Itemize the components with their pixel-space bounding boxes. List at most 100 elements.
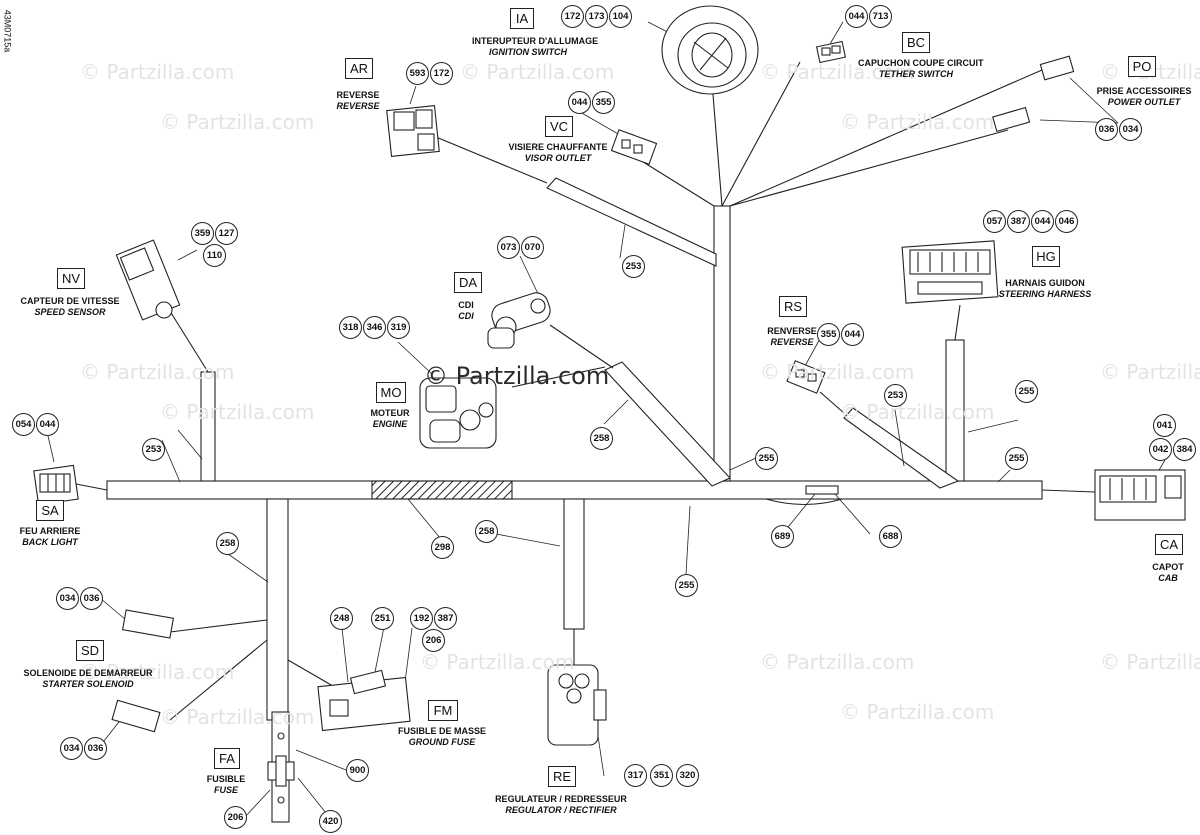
ref-bubble: 044 <box>841 323 864 346</box>
component-code-hg: HG <box>1032 246 1060 267</box>
ref-bubble: 044 <box>1031 210 1054 233</box>
component-code-fm: FM <box>428 700 458 721</box>
ref-bubble: 387 <box>1007 210 1030 233</box>
component-code-po: PO <box>1128 56 1156 77</box>
back-light-connector-icon <box>33 464 79 506</box>
component-code-ia: IA <box>510 8 534 29</box>
segment-callout: 689 <box>771 525 794 548</box>
ref-bubble: 036 <box>84 737 107 760</box>
ref-bubble: 034 <box>1119 118 1142 141</box>
ref-bubble: 041 <box>1153 414 1176 437</box>
segment-callout: 255 <box>755 447 778 470</box>
segment-callout: 253 <box>884 384 907 407</box>
ref-bubble: 054 <box>12 413 35 436</box>
ref-bubble: 320 <box>676 764 699 787</box>
ref-bubble: 318 <box>339 316 362 339</box>
regulator-rectifier-icon <box>547 664 607 746</box>
segment-callout: 298 <box>431 536 454 559</box>
ref-bubble: 044 <box>568 91 591 114</box>
ref-bubble: 900 <box>346 759 369 782</box>
component-code-sd: SD <box>76 640 104 661</box>
segment-callout: 253 <box>622 255 645 278</box>
visor-outlet-icon <box>610 129 658 165</box>
component-code-sa: SA <box>36 500 64 521</box>
harness-branches <box>200 177 965 823</box>
inline-fuse-icon <box>267 732 295 804</box>
segment-callout: 688 <box>879 525 902 548</box>
segment-callout: 255 <box>1005 447 1028 470</box>
ref-bubble: 034 <box>60 737 83 760</box>
ref-bubble: 420 <box>319 810 342 833</box>
cab-connector-icon <box>1094 469 1186 521</box>
ref-bubble: 593 <box>406 62 429 85</box>
ref-bubble: 172 <box>561 5 584 28</box>
ref-bubble: 384 <box>1173 438 1196 461</box>
ref-bubble: 713 <box>869 5 892 28</box>
ref-bubble: 034 <box>56 587 79 610</box>
ref-bubble: 359 <box>191 222 214 245</box>
segment-callout: 258 <box>590 427 613 450</box>
segment-callout: 253 <box>142 438 165 461</box>
connector-drawings <box>33 5 1186 804</box>
ref-bubble: 073 <box>497 236 520 259</box>
component-code-nv: NV <box>57 268 85 289</box>
component-code-bc: BC <box>902 32 930 53</box>
ref-bubble: 127 <box>215 222 238 245</box>
segment-callout: 255 <box>1015 380 1038 403</box>
ref-bubble: 387 <box>434 607 457 630</box>
main-harness-trunk <box>106 480 1043 500</box>
ref-bubble: 104 <box>609 5 632 28</box>
speed-sensor-icon <box>115 239 181 321</box>
ref-bubble: 317 <box>624 764 647 787</box>
component-code-fa: FA <box>214 748 240 769</box>
tether-switch-icon <box>815 40 847 64</box>
ref-bubble: 351 <box>650 764 673 787</box>
ref-bubble: 173 <box>585 5 608 28</box>
ref-bubble: 206 <box>224 806 247 829</box>
ref-bubble: 251 <box>371 607 394 630</box>
component-code-vc: VC <box>545 116 573 137</box>
segment-callout: 258 <box>216 532 239 555</box>
ref-bubble: 319 <box>387 316 410 339</box>
ref-bubble: 036 <box>1095 118 1118 141</box>
component-code-da: DA <box>454 272 482 293</box>
rs-reverse-connector-icon <box>786 360 826 394</box>
ground-fuse-holder-icon <box>317 669 411 732</box>
ref-bubble: 248 <box>330 607 353 630</box>
ref-bubble: 110 <box>203 244 226 267</box>
ref-bubble: 046 <box>1055 210 1078 233</box>
ref-bubble: 355 <box>817 323 840 346</box>
engine-connector-icon <box>419 377 497 449</box>
wires <box>75 61 1096 721</box>
segment-callout: 258 <box>475 520 498 543</box>
component-code-ca: CA <box>1155 534 1183 555</box>
steering-harness-icon <box>901 240 999 304</box>
cdi-icon <box>487 292 551 349</box>
segment-callout: 255 <box>675 574 698 597</box>
ref-bubble: 042 <box>1149 438 1172 461</box>
ref-bubble: 355 <box>592 91 615 114</box>
component-code-re: RE <box>548 766 576 787</box>
ref-bubble: 057 <box>983 210 1006 233</box>
ref-bubble: 044 <box>36 413 59 436</box>
ref-bubble: 192 <box>410 607 433 630</box>
ref-bubble: 346 <box>363 316 386 339</box>
inline-fuse-688-icon <box>805 485 839 495</box>
ref-bubble: 044 <box>845 5 868 28</box>
ref-bubble: 172 <box>430 62 453 85</box>
ref-bubble: 206 <box>422 629 445 652</box>
